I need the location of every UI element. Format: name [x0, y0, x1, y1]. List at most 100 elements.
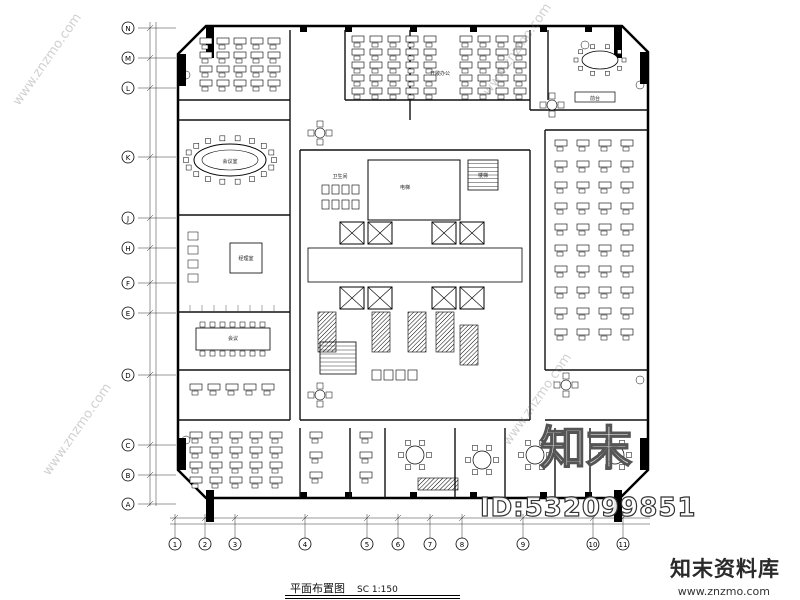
plant — [635, 80, 645, 90]
elevator-x — [339, 221, 365, 245]
chair — [465, 457, 471, 463]
chair — [311, 478, 319, 484]
chair — [578, 209, 586, 215]
desk — [598, 202, 612, 210]
chair — [389, 42, 397, 48]
desk — [423, 74, 437, 82]
col-axis-bubble — [616, 537, 630, 551]
chair — [268, 164, 275, 171]
duct-shaft — [371, 311, 391, 353]
chair — [199, 350, 206, 357]
column-bottom — [410, 492, 417, 498]
zone-label-conference: 会议室 — [222, 158, 237, 165]
chair — [479, 68, 487, 74]
chair — [425, 94, 433, 100]
desk — [495, 87, 509, 95]
chair — [353, 68, 361, 74]
row-axis-label: M — [125, 55, 131, 63]
desk — [209, 476, 223, 484]
desk — [620, 286, 634, 294]
desk — [249, 431, 263, 439]
dim-slash — [231, 514, 239, 522]
desk — [351, 87, 365, 95]
desk — [477, 74, 491, 82]
desk — [225, 383, 239, 391]
column-bottom — [300, 492, 307, 498]
chair — [191, 390, 199, 396]
chair — [425, 68, 433, 74]
toilet-fixture — [371, 369, 382, 381]
column-top — [470, 26, 477, 32]
col-axis-label: 6 — [396, 541, 401, 549]
chair — [407, 55, 415, 61]
dim-slash — [146, 500, 154, 508]
desk — [351, 48, 365, 56]
desk — [459, 74, 473, 82]
desk — [269, 431, 283, 439]
dim-slash — [426, 514, 434, 522]
desk — [620, 328, 634, 336]
chair — [578, 49, 583, 55]
elevator-x — [459, 286, 485, 310]
chair — [269, 58, 277, 64]
desk — [620, 139, 634, 147]
meeting-table — [581, 50, 619, 70]
chair — [219, 321, 226, 328]
desk — [369, 87, 383, 95]
chair — [622, 209, 630, 215]
chair — [562, 372, 570, 380]
row-axis-bubble — [121, 368, 135, 382]
chair — [191, 438, 199, 444]
desk — [250, 65, 264, 73]
desk — [405, 74, 419, 82]
desk — [267, 79, 281, 87]
chair — [479, 55, 487, 61]
chair — [548, 92, 556, 100]
desk — [459, 35, 473, 43]
chair — [234, 135, 241, 142]
desk — [359, 451, 373, 459]
dim-slash — [363, 514, 371, 522]
plant — [181, 70, 191, 80]
chair — [600, 314, 608, 320]
structural-column — [178, 54, 186, 86]
chair — [251, 438, 259, 444]
structural-column — [640, 438, 648, 470]
row-axis-bubble — [121, 276, 135, 290]
duct-shaft — [407, 311, 427, 353]
chair — [219, 178, 226, 185]
chair — [605, 440, 611, 446]
chair — [600, 146, 608, 152]
desk — [405, 87, 419, 95]
duct-shaft — [317, 311, 337, 353]
desk — [233, 51, 247, 59]
chair — [497, 94, 505, 100]
chair — [252, 72, 260, 78]
desk — [620, 181, 634, 189]
chair — [311, 458, 319, 464]
desk — [423, 87, 437, 95]
row-axis-label: D — [125, 372, 130, 380]
col-axis-label: 8 — [460, 541, 464, 549]
chair — [316, 382, 324, 390]
chair — [578, 293, 586, 299]
chair — [251, 453, 259, 459]
chair — [361, 438, 369, 444]
zone-label-manager: 经理室 — [238, 255, 253, 262]
desk — [209, 446, 223, 454]
chair — [249, 176, 255, 182]
desk — [513, 74, 527, 82]
desk — [576, 244, 590, 252]
chair — [269, 72, 277, 78]
desk — [269, 461, 283, 469]
building-core — [307, 159, 523, 381]
chair — [183, 157, 189, 163]
desk — [233, 65, 247, 73]
structural-column — [640, 52, 648, 84]
desk — [423, 48, 437, 56]
chair — [307, 129, 315, 137]
desk — [554, 286, 568, 294]
desk — [576, 286, 590, 294]
